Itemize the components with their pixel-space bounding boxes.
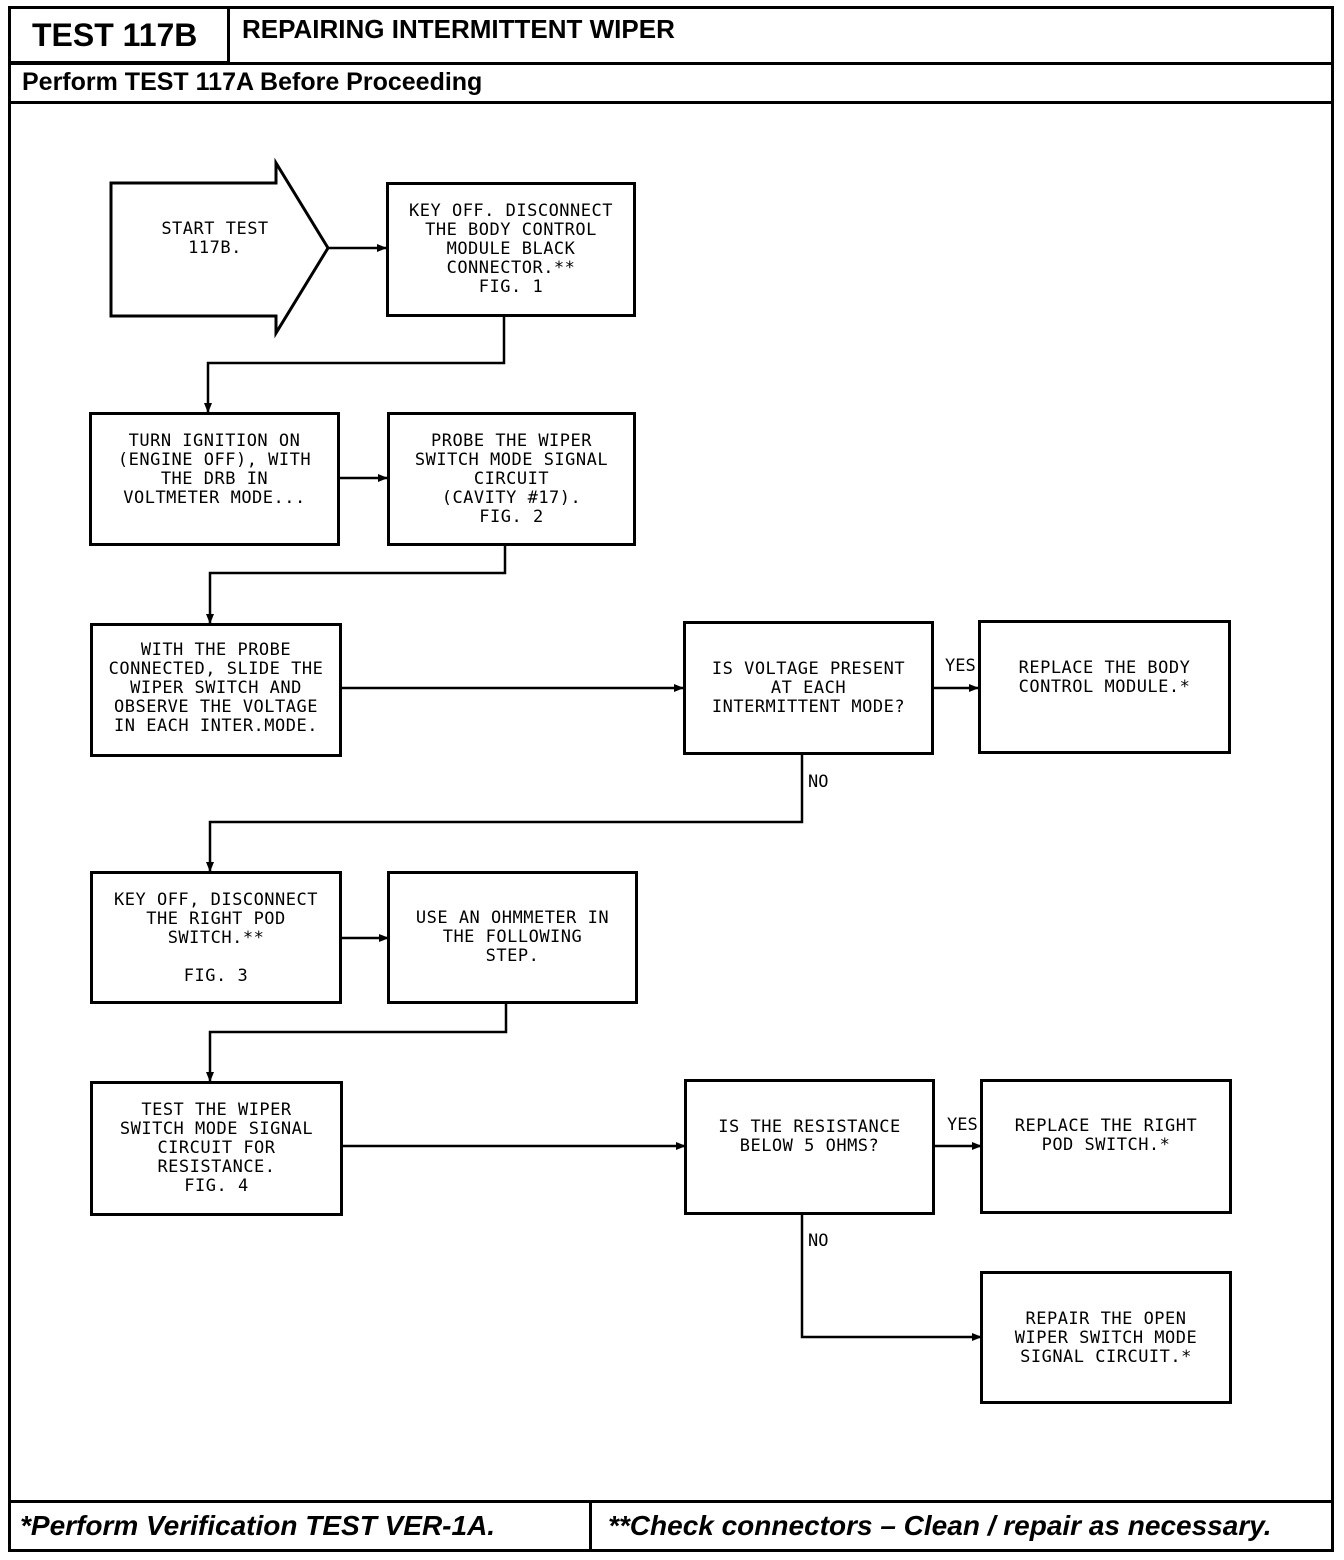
header-divider: [8, 62, 230, 65]
decision2-no-label: NO: [808, 1231, 829, 1251]
step-disconnect-bcm-text: KEY OFF. DISCONNECT THE BODY CONTROL MOD…: [409, 201, 613, 297]
step-slide-switch: WITH THE PROBE CONNECTED, SLIDE THE WIPE…: [90, 623, 342, 757]
result-repair-circuit: REPAIR THE OPEN WIPER SWITCH MODE SIGNAL…: [980, 1271, 1232, 1404]
connector-decision2-no: [800, 1214, 982, 1341]
step-disconnect-pod-switch: KEY OFF, DISCONNECT THE RIGHT POD SWITCH…: [90, 871, 342, 1004]
footer-note-verification: *Perform Verification TEST VER-1A.: [20, 1510, 496, 1541]
result-replace-bcm: REPLACE THE BODY CONTROL MODULE.*: [978, 620, 1231, 754]
decision-resistance-below-text: IS THE RESISTANCE BELOW 5 OHMS?: [718, 1117, 901, 1156]
decision-voltage-present-text: IS VOLTAGE PRESENT AT EACH INTERMITTENT …: [711, 659, 906, 717]
step-probe-circuit: PROBE THE WIPER SWITCH MODE SIGNAL CIRCU…: [387, 412, 636, 546]
header-divider: [8, 101, 1334, 104]
decision-voltage-present: IS VOLTAGE PRESENT AT EACH INTERMITTENT …: [683, 621, 934, 755]
step-disconnect-bcm: KEY OFF. DISCONNECT THE BODY CONTROL MOD…: [386, 182, 636, 317]
footer-divider: [589, 1500, 592, 1552]
result-replace-pod-switch: REPLACE THE RIGHT POD SWITCH.*: [980, 1079, 1232, 1214]
connector-step1-to-step2: [204, 316, 506, 413]
start-arrow-shape: [109, 157, 330, 339]
result-replace-pod-switch-text: REPLACE THE RIGHT POD SWITCH.*: [1014, 1116, 1198, 1155]
connector-decision1-no: [206, 754, 804, 872]
page-frame: [8, 6, 1334, 1552]
start-node-label: START TEST 117B.: [161, 219, 269, 258]
connector-step6-to-step7: [206, 1003, 508, 1082]
step-use-ohmmeter-text: USE AN OHMMETER IN THE FOLLOWING STEP.: [415, 908, 610, 966]
step-use-ohmmeter: USE AN OHMMETER IN THE FOLLOWING STEP.: [387, 871, 638, 1004]
step-ignition-on-text: TURN IGNITION ON (ENGINE OFF), WITH THE …: [117, 431, 312, 508]
result-replace-bcm-text: REPLACE THE BODY CONTROL MODULE.*: [1018, 658, 1191, 697]
result-repair-circuit-text: REPAIR THE OPEN WIPER SWITCH MODE SIGNAL…: [1014, 1309, 1198, 1367]
decision-resistance-below: IS THE RESISTANCE BELOW 5 OHMS?: [684, 1079, 935, 1215]
footer-note-connectors: **Check connectors – Clean / repair as n…: [608, 1510, 1272, 1541]
decision2-yes-label: YES: [947, 1115, 978, 1135]
step-ignition-on: TURN IGNITION ON (ENGINE OFF), WITH THE …: [89, 412, 340, 546]
connector-step3-to-step4: [206, 545, 507, 624]
step-test-resistance: TEST THE WIPER SWITCH MODE SIGNAL CIRCUI…: [90, 1081, 343, 1216]
page-title: REPAIRING INTERMITTENT WIPER: [242, 14, 675, 44]
decision1-no-label: NO: [808, 772, 829, 792]
step-probe-circuit-text: PROBE THE WIPER SWITCH MODE SIGNAL CIRCU…: [414, 431, 609, 527]
footer-divider: [8, 1500, 1334, 1503]
decision1-yes-label: YES: [945, 656, 976, 676]
step-slide-switch-text: WITH THE PROBE CONNECTED, SLIDE THE WIPE…: [108, 640, 324, 736]
header-divider: [230, 62, 1334, 65]
page-subtitle: Perform TEST 117A Before Proceeding: [22, 68, 483, 96]
step-disconnect-pod-switch-text: KEY OFF, DISCONNECT THE RIGHT POD SWITCH…: [114, 890, 318, 986]
step-test-resistance-text: TEST THE WIPER SWITCH MODE SIGNAL CIRCUI…: [119, 1100, 314, 1196]
